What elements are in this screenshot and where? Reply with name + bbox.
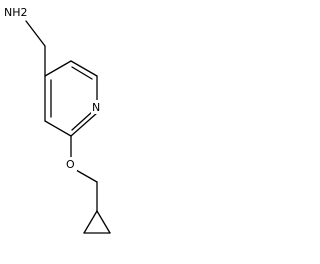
bond-n1-c6 (70, 112, 98, 137)
bond-c3-c2 (70, 60, 98, 77)
bond-cyclopropyl-c (96, 210, 111, 234)
amine-label-mask (3, 4, 27, 19)
bond-c3-c2-inner (71, 66, 93, 80)
ether-oxygen-label-mask (65, 157, 77, 171)
bond-c4-c3 (44, 60, 72, 77)
bond-nh2-ch2 (25, 20, 46, 47)
ring-nitrogen-label-mask (91, 100, 103, 114)
bond-o-ch2 (75, 169, 98, 183)
bond-c6-c5 (44, 120, 72, 137)
bond-n1-c6-inner (71, 111, 93, 131)
bond-cyclopropyl-a (83, 210, 98, 234)
amine-label: NH2 (4, 6, 28, 19)
ether-oxygen-label: O (66, 158, 75, 171)
chemical-structure-diagram: NH2 N O (3, 4, 111, 234)
ring-nitrogen-label: N (92, 101, 100, 114)
